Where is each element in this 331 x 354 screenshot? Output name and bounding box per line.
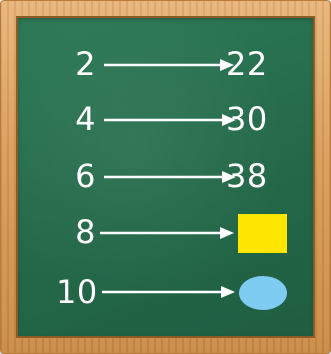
output-number-row-1: 22 bbox=[226, 48, 286, 80]
input-number-row-5: 10 bbox=[56, 276, 96, 308]
input-number-row-3: 6 bbox=[56, 160, 96, 192]
output-number-row-3: 38 bbox=[226, 160, 286, 192]
missing-output-blue-oval bbox=[239, 276, 287, 310]
missing-output-yellow-square bbox=[238, 214, 287, 253]
input-number-row-4: 8 bbox=[56, 216, 96, 248]
output-number-row-2: 30 bbox=[226, 103, 286, 135]
input-number-row-2: 4 bbox=[56, 103, 96, 135]
input-number-row-1: 2 bbox=[56, 48, 96, 80]
